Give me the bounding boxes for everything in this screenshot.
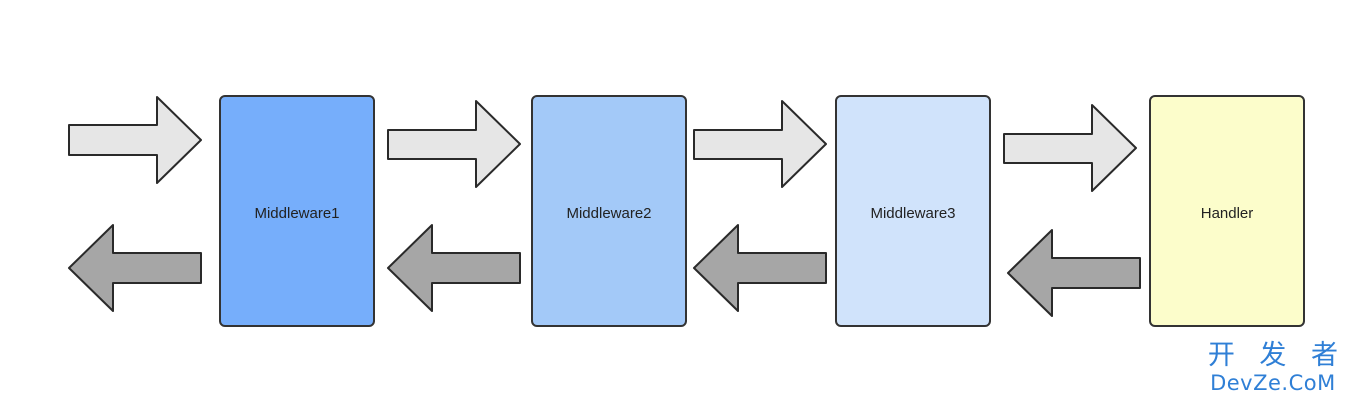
forward-arrow-2 [387,100,521,188]
forward-arrow-1 [68,96,202,184]
forward-arrow-4 [1003,104,1137,192]
backward-arrow-3 [693,224,827,312]
node-middleware1 [219,95,375,327]
watermark-line-1: 开 发 者 [1207,340,1346,371]
node-middleware3 [835,95,991,327]
node-label-middleware1: Middleware1 [254,205,339,222]
backward-arrow-1 [68,224,202,312]
node-label-middleware3: Middleware3 [870,205,955,222]
watermark-line-2: DevZe.CoM [1210,371,1336,395]
node-handler [1149,95,1305,327]
backward-arrow-2 [387,224,521,312]
forward-arrow-3 [693,100,827,188]
watermark-logo: 开 发 者 DevZe.CoM [1208,342,1338,394]
backward-arrow-4 [1007,229,1141,317]
node-label-middleware2: Middleware2 [566,205,651,222]
node-label-handler: Handler [1201,205,1254,222]
node-middleware2 [531,95,687,327]
